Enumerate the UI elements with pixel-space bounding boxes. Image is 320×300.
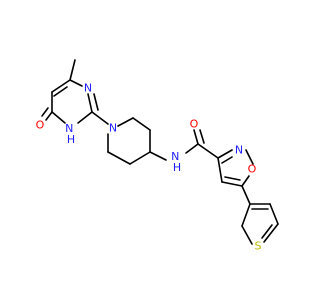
bond-iso-c <box>241 175 250 187</box>
bond-co-ring <box>45 111 53 121</box>
bond-ring1-e <box>87 93 93 113</box>
atom-o-isoxazole: O <box>248 163 257 176</box>
bond-thio-c <box>263 223 279 243</box>
atom-o-pyrimidinone: O <box>36 119 45 132</box>
bond-c5-thio <box>241 185 251 205</box>
bond-ring1-e2 <box>93 93 99 111</box>
bond-iso-d2 <box>224 176 241 181</box>
bond-amide-co2 <box>199 129 205 144</box>
bond-thio-b <box>269 203 279 225</box>
bond-ring1-d <box>77 111 93 124</box>
atom-nh-ring-n: N <box>65 122 73 135</box>
atom-labels: O N N H N N H O N O S <box>36 82 262 253</box>
molecule-structure: O N N H N N H O N O S <box>36 59 279 253</box>
atom-nh-ring-h: H <box>67 133 75 146</box>
bond-c4-nh <box>149 151 167 161</box>
bond-ring1-a2 <box>53 86 68 97</box>
bond-amide-co <box>193 129 199 145</box>
bond-nh-c <box>185 143 199 154</box>
bond-ring1-a <box>51 79 71 93</box>
bond-iso-d <box>221 181 243 187</box>
bond-pip-b <box>132 117 151 131</box>
bond-iso-a <box>217 149 233 159</box>
bond-c-c3 <box>197 143 219 159</box>
bond-iso-e <box>217 157 223 183</box>
bond-thio-e <box>241 203 251 227</box>
atom-nh-amide-h: H <box>173 161 181 174</box>
bond-ring1-c <box>51 111 66 124</box>
bond-c2-npip <box>91 111 109 125</box>
bonds <box>41 59 279 245</box>
atom-o-amide: O <box>190 118 199 131</box>
bond-pip-a <box>117 117 134 127</box>
bond-ring1-f <box>69 79 83 87</box>
atom-n-ring-top: N <box>84 82 92 95</box>
atom-n-piperidine: N <box>109 122 117 135</box>
bond-thio-c2 <box>261 224 273 239</box>
bond-pip-e <box>107 151 131 165</box>
bond-thio-d <box>241 225 253 245</box>
atom-n-isoxazole: N <box>235 144 243 157</box>
bond-methyl <box>69 59 76 81</box>
atom-s-thiophene: S <box>255 240 262 253</box>
atom-nh-amide: N H <box>171 150 183 174</box>
bond-co-ring2 <box>41 107 49 117</box>
bond-iso-a2 <box>221 156 233 164</box>
bond-pip-d <box>129 151 151 165</box>
atom-nh-ring: N H <box>65 122 77 146</box>
bond-iso-b <box>245 149 254 165</box>
atom-nh-amide-n: N <box>171 150 179 163</box>
